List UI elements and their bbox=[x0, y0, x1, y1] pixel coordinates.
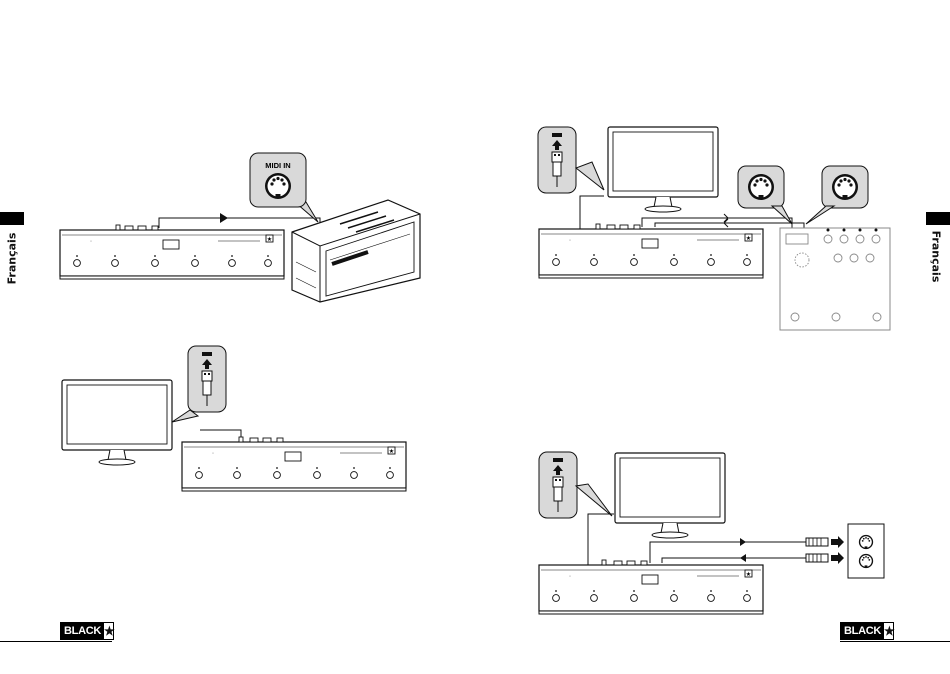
usb-callout bbox=[538, 127, 576, 193]
midi-din-socket-icon bbox=[832, 174, 858, 200]
foot-controller bbox=[60, 230, 284, 279]
midi-din-socket-icon bbox=[859, 554, 873, 568]
foot-controller bbox=[182, 442, 406, 491]
usb-callout bbox=[539, 452, 577, 518]
midi-din-socket-icon bbox=[859, 535, 873, 549]
diagram-controller-to-amp: MIDI IN bbox=[60, 153, 420, 302]
diagram-controller-to-fx-unit bbox=[538, 127, 890, 330]
computer-monitor bbox=[615, 453, 725, 538]
foot-controller bbox=[539, 229, 763, 278]
midi-in-label: MIDI IN bbox=[265, 161, 290, 170]
arrow-right-icon bbox=[831, 552, 844, 564]
diagram-controller-to-computer bbox=[62, 346, 406, 491]
computer-monitor bbox=[62, 380, 172, 465]
midi-plug-icon bbox=[806, 554, 828, 562]
computer-monitor bbox=[608, 127, 718, 212]
usb-callout bbox=[188, 346, 226, 412]
midi-interface-box bbox=[848, 524, 884, 578]
arrow-right-icon bbox=[220, 213, 228, 223]
foot-controller bbox=[539, 565, 763, 614]
midi-plug-icon bbox=[806, 538, 828, 546]
arrow-right-icon bbox=[831, 536, 844, 548]
diagram-controller-to-interface bbox=[539, 452, 884, 614]
multi-fx-unit bbox=[780, 228, 890, 330]
midi-din-socket-icon bbox=[265, 173, 291, 199]
midi-din-socket-icon bbox=[748, 174, 774, 200]
